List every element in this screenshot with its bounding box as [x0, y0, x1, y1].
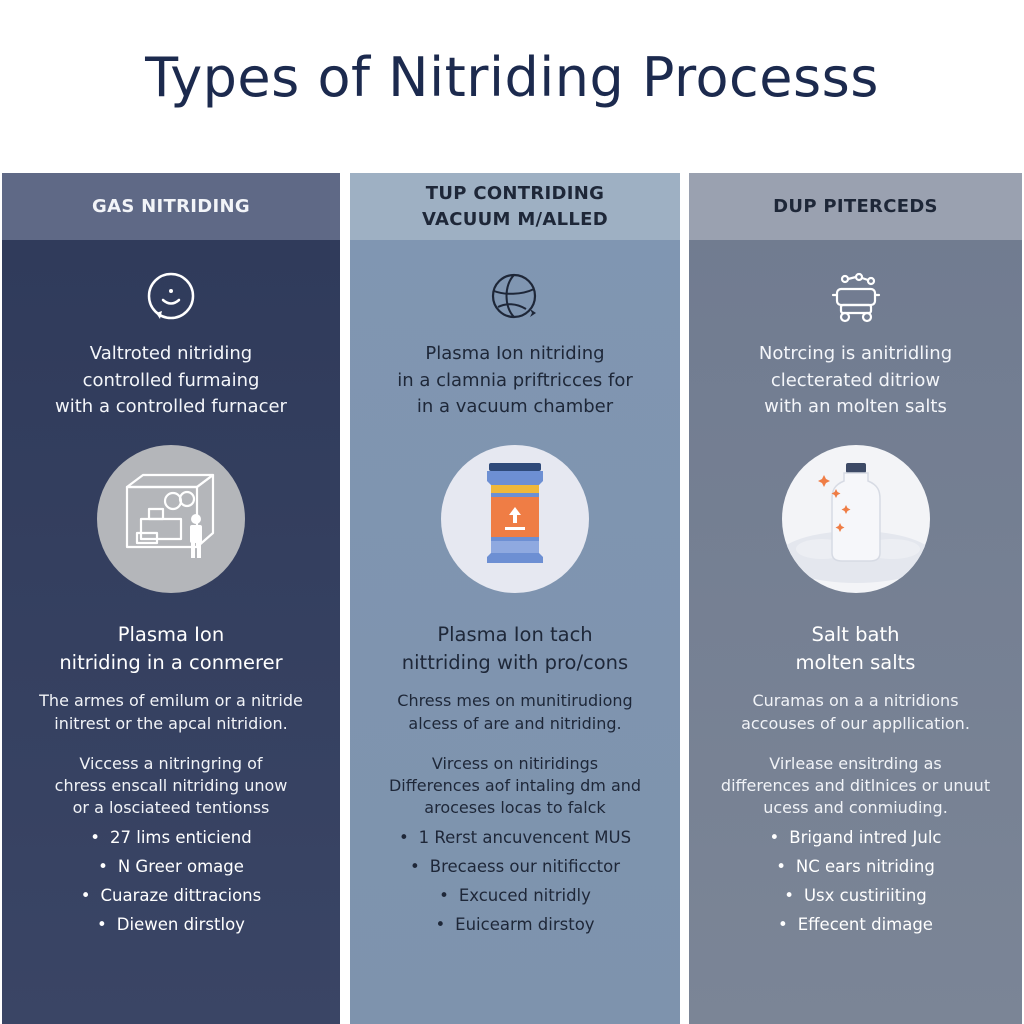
column-header: GAS NITRIDING	[2, 173, 340, 240]
bullet-list: •Brigand intred Julc •NC ears nitriding …	[689, 823, 1022, 939]
column-header: TUP CONTRIDING VACUUM M/ALLED	[350, 173, 680, 240]
subtitle: Salt bath molten salts	[795, 623, 916, 674]
vehicle-icon	[831, 272, 880, 323]
column-header-line: TUP CONTRIDING	[425, 182, 605, 204]
list-item: •Usx custiriiting	[784, 886, 927, 905]
list-item: •27 lims enticiend	[90, 828, 252, 847]
list-item: •Excuced nitridly	[439, 886, 591, 905]
list-item: •Brecaess our nitificctor	[410, 857, 620, 876]
canister-illustration	[441, 445, 589, 593]
column-header-line: GAS NITRIDING	[92, 195, 250, 217]
list-item: •Brigand intred Julc	[769, 828, 942, 847]
column-salt-bath-nitriding: DUP PITERCEDS Notrcing is anitridling cl…	[689, 173, 1022, 1024]
globe-icon	[491, 273, 537, 319]
details: Viccess a nitringring of chress enscall …	[54, 754, 288, 817]
intro-text: Valtroted nitriding controlled furmaing …	[55, 343, 287, 417]
column-gas-nitriding: GAS NITRIDING Valtroted nitriding contro…	[2, 173, 340, 1024]
column-header: DUP PITERCEDS	[689, 173, 1022, 240]
subtitle: Plasma Ion tach nittriding with pro/cons	[401, 623, 629, 674]
list-item: •Euicearm dirstoy	[435, 915, 595, 934]
column-header-line: DUP PITERCEDS	[773, 195, 938, 217]
furnace-worker-illustration	[97, 445, 245, 593]
description: Chress mes on munitirudiong alcess of ar…	[397, 691, 633, 733]
details: Vircess on nitiridings Differences aof i…	[388, 754, 642, 817]
smiley-face-icon	[147, 272, 195, 320]
salt-bottle-illustration	[781, 445, 930, 593]
bullet-list: •27 lims enticiend •N Greer omage •Cuara…	[2, 823, 340, 939]
bullet-list: •1 Rerst ancuvencent MUS •Brecaess our n…	[350, 823, 680, 939]
description: The armes of emilum or a nitride initres…	[39, 691, 303, 733]
intro-text: Plasma Ion nitriding in a clamnia priftr…	[397, 343, 633, 417]
list-item: •Effecent dimage	[778, 915, 933, 934]
list-item: •Cuaraze dittracions	[80, 886, 262, 905]
subtitle: Plasma Ion nitriding in a conmerer	[59, 623, 283, 674]
details: Virlease ensitrding as differences and d…	[720, 754, 991, 817]
intro-text: Notrcing is anitridling clecterated ditr…	[758, 343, 953, 417]
list-item: •N Greer omage	[98, 857, 244, 876]
description: Curamas on a a nitridions accouses of ou…	[741, 691, 970, 733]
list-item: •1 Rerst ancuvencent MUS	[398, 828, 632, 847]
list-item: •Diewen dirstloy	[97, 915, 245, 934]
page-title: Types of Nitriding Processs	[145, 46, 879, 109]
column-vacuum-nitriding: TUP CONTRIDING VACUUM M/ALLED Plasma Ion…	[350, 173, 680, 1024]
list-item: •NC ears nitriding	[776, 857, 935, 876]
column-header-line: VACUUM M/ALLED	[421, 208, 609, 230]
